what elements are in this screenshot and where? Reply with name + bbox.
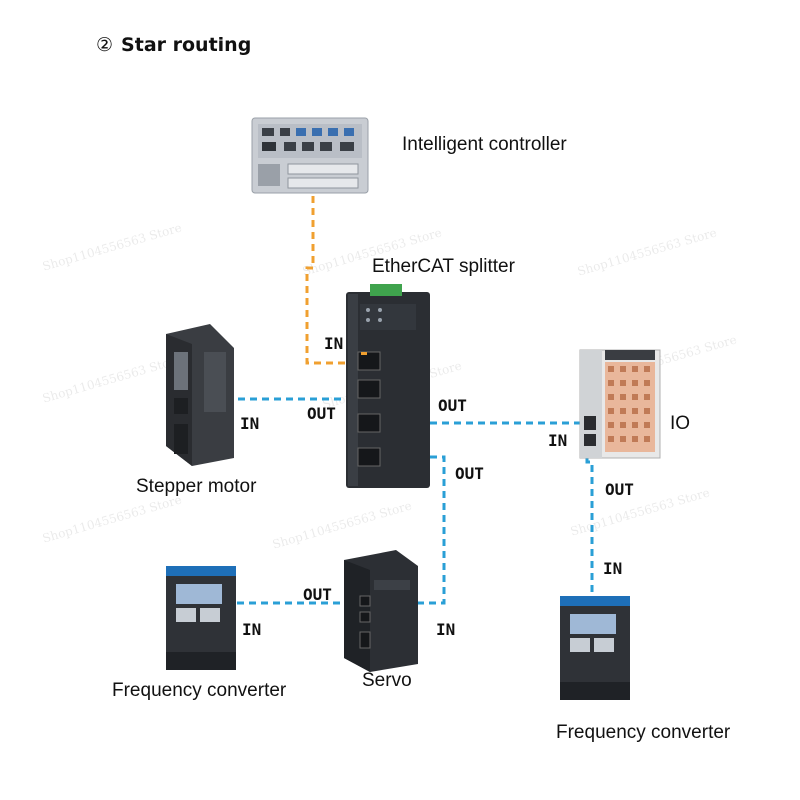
io-module-device [579, 349, 661, 459]
ethercat-splitter-device [346, 284, 430, 488]
servo-label: Servo [362, 670, 412, 691]
splitter-in-label: IN [324, 334, 344, 353]
splitter-out-down-label: OUT [455, 464, 484, 483]
stepper-motor-label: Stepper motor [136, 476, 257, 497]
stepper-in-label: IN [240, 414, 260, 433]
ethercat-splitter-label: EtherCAT splitter [372, 256, 515, 277]
title-text: Star routing [121, 34, 252, 56]
splitter-out-right-label: OUT [438, 396, 467, 415]
freq-right-in-label: IN [603, 559, 623, 578]
controller-link [305, 196, 362, 365]
step-number: ② [96, 34, 114, 56]
servo-in-label: IN [436, 620, 456, 639]
frequency-converter-left-device [166, 566, 236, 670]
io-in-label: IN [548, 431, 568, 450]
io-out-label: OUT [605, 480, 634, 499]
stepper-motor-device [166, 324, 234, 466]
intelligent-controller-label: Intelligent controller [402, 134, 567, 155]
servo-device [344, 550, 418, 672]
frequency-converter-right-label: Frequency converter [556, 722, 731, 743]
io-label: IO [670, 413, 691, 434]
splitter-out-left-label: OUT [307, 404, 336, 423]
freq-left-in-label: IN [242, 620, 262, 639]
intelligent-controller-device [251, 117, 369, 194]
frequency-converter-left-label: Frequency converter [112, 680, 287, 701]
servo-out-label: OUT [303, 585, 332, 604]
diagram-title: ② Star routing [96, 34, 251, 56]
frequency-converter-right-device [560, 596, 630, 700]
